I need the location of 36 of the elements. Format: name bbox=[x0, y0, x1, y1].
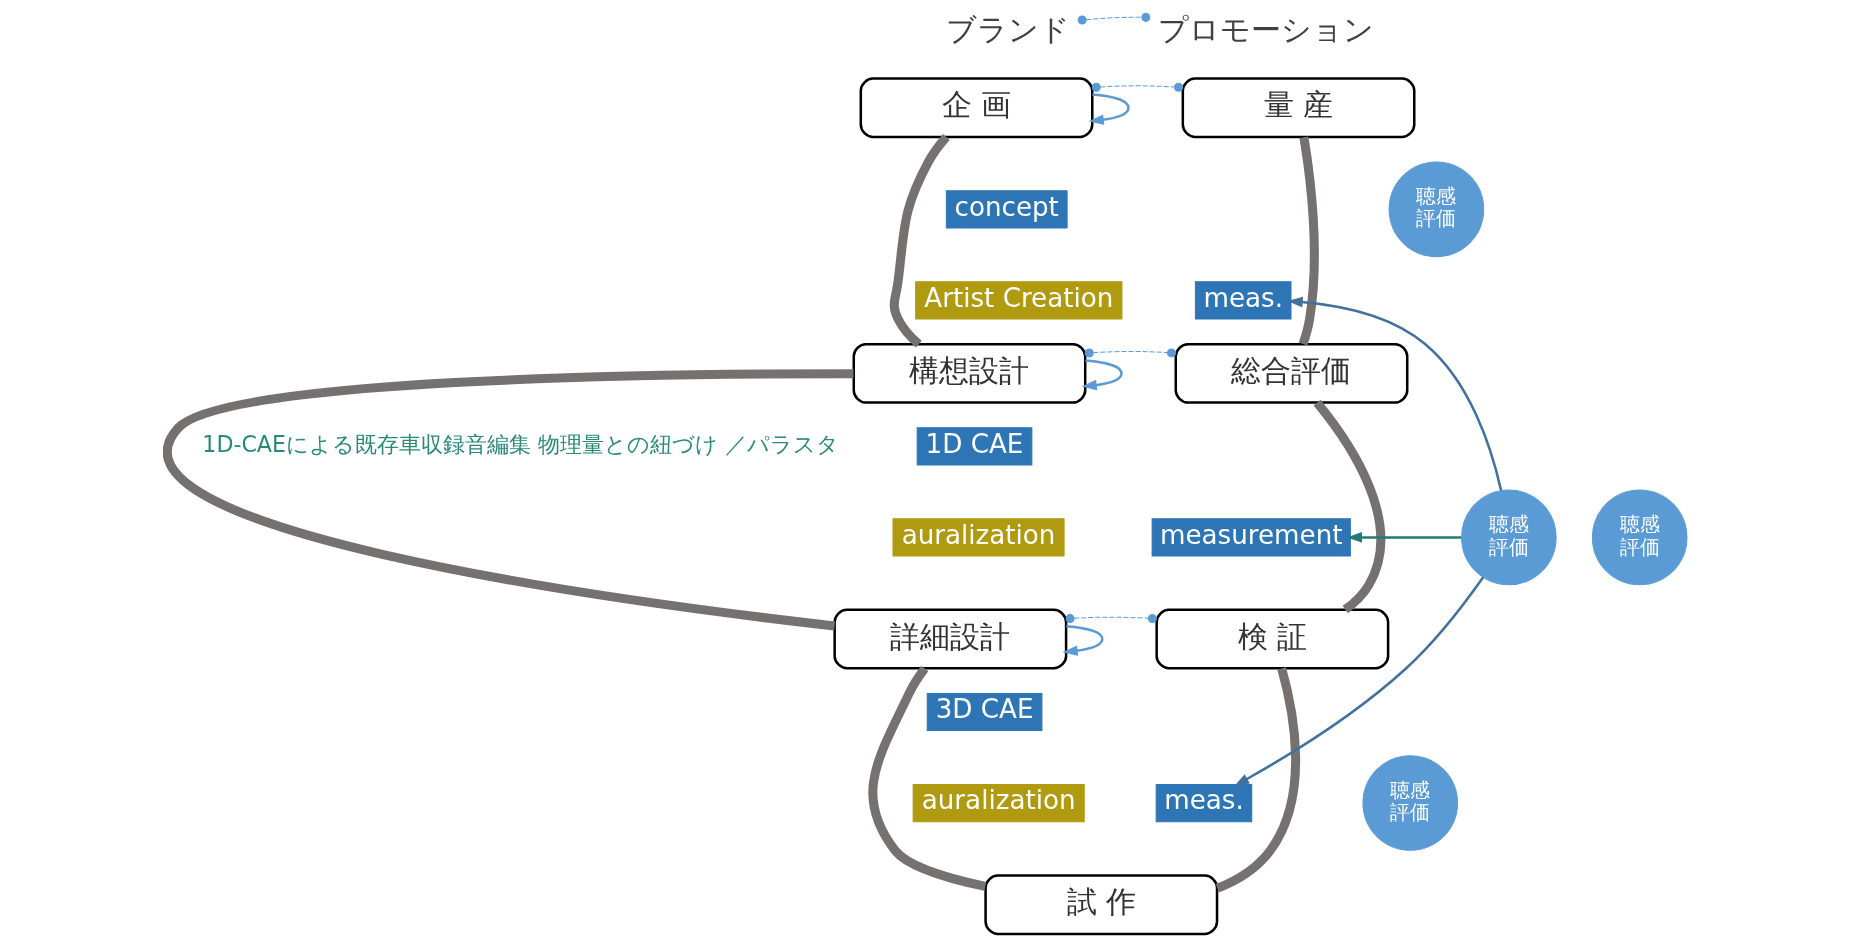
connector bbox=[1077, 12, 1151, 25]
node-box: measurement bbox=[1151, 518, 1351, 557]
node-circle: 聴感評価 bbox=[1388, 161, 1485, 258]
node-box: concept bbox=[945, 190, 1068, 229]
node-box: 3D CAE bbox=[926, 692, 1043, 732]
node-box: meas. bbox=[1155, 783, 1253, 823]
node-box: 量 産 bbox=[1181, 77, 1416, 139]
arrow bbox=[1081, 359, 1123, 391]
arrow bbox=[1287, 296, 1503, 491]
node-circle: 聴感評価 bbox=[1362, 755, 1459, 851]
arrow bbox=[1234, 576, 1485, 787]
node-box: 構想設計 bbox=[852, 342, 1087, 404]
node-box: 詳細設計 bbox=[833, 608, 1068, 670]
node-circle: 聴感評価 bbox=[1591, 489, 1688, 586]
node-text: プロモーション bbox=[1158, 12, 1375, 48]
arrow bbox=[1062, 624, 1104, 656]
connector bbox=[165, 369, 854, 631]
node-box: 試 作 bbox=[984, 874, 1219, 936]
node-box: Artist Creation bbox=[915, 281, 1123, 320]
connector bbox=[1091, 82, 1184, 92]
node-box: 検 証 bbox=[1155, 608, 1390, 670]
node-box: auralization bbox=[892, 518, 1065, 557]
connector bbox=[1084, 348, 1176, 358]
node-circle: 聴感評価 bbox=[1461, 489, 1557, 586]
node-box: auralization bbox=[912, 783, 1085, 823]
arrow bbox=[1346, 532, 1462, 543]
node-box: 1D CAE bbox=[916, 427, 1033, 466]
label: 1D-CAEによる既存車収録音編集 物理量との紐づけ ／パラスタ bbox=[202, 430, 840, 457]
connector bbox=[1065, 614, 1157, 624]
node-box: meas. bbox=[1194, 281, 1292, 320]
node-text: ブランド bbox=[945, 12, 1070, 48]
node-box: 総合評価 bbox=[1174, 342, 1409, 404]
node-box: 企 画 bbox=[859, 77, 1094, 139]
connector bbox=[1313, 399, 1386, 614]
connector bbox=[1215, 667, 1301, 893]
arrow bbox=[1088, 93, 1130, 125]
